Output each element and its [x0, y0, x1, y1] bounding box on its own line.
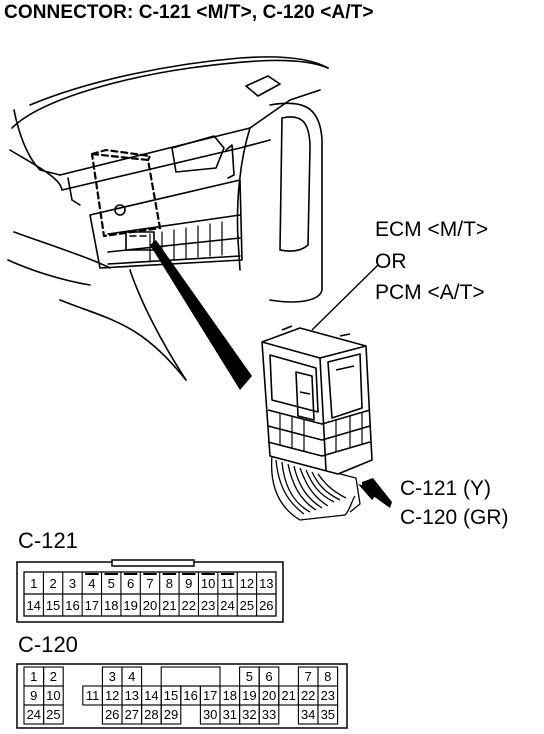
c120-pin-3: 3 [108, 669, 116, 684]
c120-frame [16, 663, 348, 729]
ecm-module [261, 325, 373, 475]
c120-pin-35: 35 [320, 707, 336, 722]
c120-pin-22: 22 [300, 688, 316, 703]
c120-pin-30: 30 [202, 707, 218, 722]
c120-pin-7: 7 [304, 669, 312, 684]
c121-pin-2: 2 [49, 576, 57, 591]
ecm-label-line2: OR [375, 250, 407, 273]
c121-pin-19: 19 [123, 598, 138, 613]
c121-pin-18: 18 [103, 598, 119, 613]
c120-pin-9: 9 [30, 688, 38, 703]
c121-pin-12: 12 [239, 576, 255, 591]
c120-label: C-120 [18, 632, 78, 657]
c121-pin-15: 15 [45, 598, 61, 613]
c121-pin-7: 7 [146, 576, 154, 591]
highlight-dashed-box [90, 152, 162, 238]
c120-pin-25: 25 [46, 707, 61, 722]
c120-pin-31: 31 [222, 707, 238, 722]
c120-pin-19: 19 [242, 688, 257, 703]
c121-pin-21: 21 [162, 598, 177, 613]
c121-pin-23: 23 [200, 598, 216, 613]
c121-pin-25: 25 [239, 598, 255, 613]
dash-top-contour [11, 59, 329, 129]
callout-c121: C-121 (Y) [400, 477, 492, 500]
ecm-in-dash [125, 231, 155, 251]
ecm-label-line1: ECM <M/T> [375, 218, 489, 241]
wire-harness [270, 455, 361, 521]
c120-pin-20: 20 [261, 688, 277, 703]
c121-pin-9: 9 [185, 576, 193, 591]
c120-pin-33: 33 [261, 707, 277, 722]
c121-pin-8: 8 [165, 576, 173, 591]
c120-pin-1: 1 [30, 669, 38, 684]
c121-pin-22: 22 [181, 598, 196, 613]
vent-icon [245, 75, 281, 97]
c121-pin-26: 26 [259, 598, 274, 613]
pointer-wedge [150, 240, 252, 390]
c120-pin-23: 23 [320, 688, 336, 703]
c121-pin-24: 24 [220, 598, 235, 613]
c121-pin-6: 6 [126, 576, 135, 591]
c121-pin-16: 16 [65, 598, 80, 613]
c120-pin-29: 29 [163, 707, 179, 722]
c120-pin-26: 26 [104, 707, 120, 722]
c120-pin-21: 21 [281, 688, 296, 703]
c120-pin-18: 18 [222, 688, 238, 703]
c121-pin-4: 4 [88, 576, 96, 591]
c121-pin-20: 20 [142, 598, 158, 613]
ecm-location-illustration [7, 56, 392, 521]
c120-pin-13: 13 [124, 688, 140, 703]
c120-pin-32: 32 [242, 707, 257, 722]
c120-pin-2: 2 [49, 669, 57, 684]
c121-pin-17: 17 [84, 598, 100, 613]
c121-pin-14: 14 [26, 598, 41, 613]
ecm-leader-line [311, 264, 379, 331]
c120-pin-34: 34 [300, 707, 316, 722]
c120-pin-24: 24 [26, 707, 42, 722]
c120-pin-28: 28 [144, 707, 159, 722]
c120-pin-27: 27 [124, 707, 140, 722]
c120-pin-10: 10 [46, 688, 61, 703]
c121-label: C-121 [18, 528, 78, 553]
c120-pin-5: 5 [245, 669, 253, 684]
c120-pin-17: 17 [202, 688, 218, 703]
callout-c120: C-120 (GR) [400, 506, 509, 529]
c121-pin-3: 3 [68, 576, 77, 591]
c120-pin-4: 4 [128, 669, 136, 684]
c121-pin-1: 1 [30, 576, 38, 591]
c121-pin-10: 10 [200, 576, 216, 591]
c120-pin-8: 8 [324, 669, 332, 684]
c120-pin-11: 11 [85, 688, 100, 703]
c121-pin-5: 5 [107, 576, 115, 591]
page-title: CONNECTOR: C-121 <M/T>, C-120 <A/T> [4, 2, 374, 23]
c120-pin-14: 14 [144, 688, 159, 703]
c121-pin-13: 13 [259, 576, 274, 591]
ecm-label-line3: PCM <A/T> [375, 281, 485, 304]
c120-pin-6: 6 [265, 669, 273, 684]
c121-pin-11: 11 [220, 576, 235, 591]
c121-frame [16, 559, 284, 623]
c120-pin-15: 15 [163, 688, 179, 703]
c120-pin-16: 16 [183, 688, 198, 703]
c120-pin-12: 12 [104, 688, 120, 703]
